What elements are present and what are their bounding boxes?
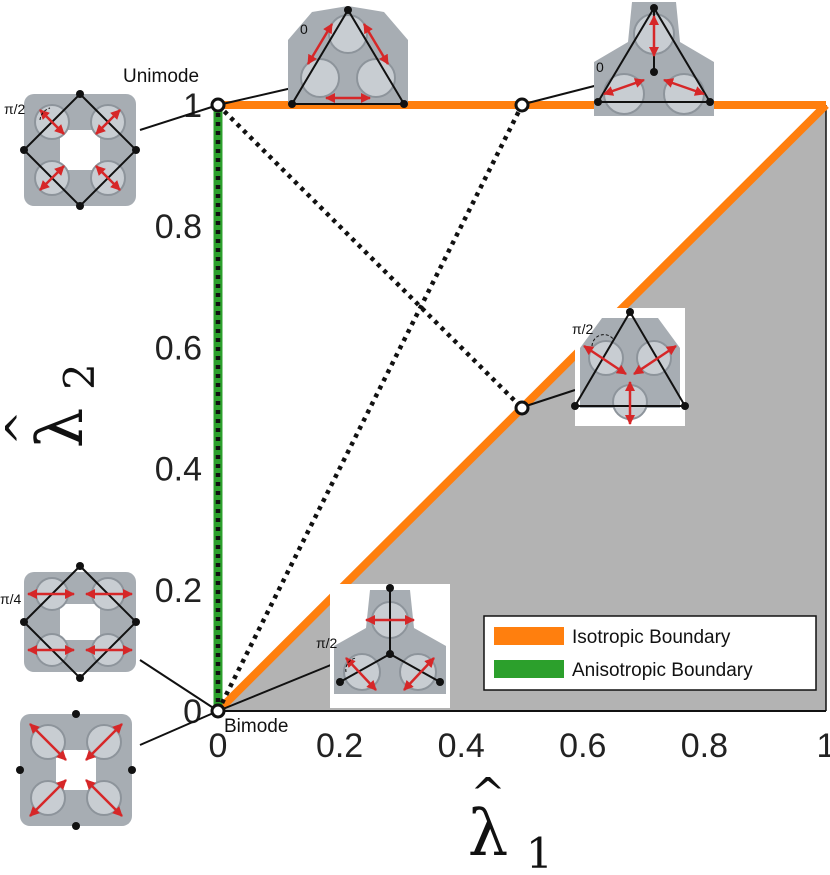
x-tick-label: 1 — [817, 727, 830, 765]
bimode-label: Bimode — [224, 716, 288, 737]
dotted-path-0 — [216, 103, 524, 410]
legend-label-anisotropic: Anisotropic Boundary — [572, 660, 753, 681]
star-lattice-illustration-top: 0 — [594, 2, 714, 116]
marked-point-2 — [514, 97, 530, 113]
leader-half-mid — [519, 389, 576, 409]
x-tick-label: 0 — [209, 727, 228, 765]
x-axis-hat: ^ — [470, 769, 505, 818]
tick-label-layer: 0 0.2 0.4 0.6 0.8 1 0 0.2 0.4 0.6 0.8 1 — [155, 87, 830, 765]
y-tick-label: 0.4 — [155, 451, 202, 489]
angle-label-f: π/2 — [316, 635, 338, 651]
leader-lines — [139, 83, 603, 746]
y-tick-label: 0.8 — [155, 208, 202, 246]
triangle-lattice-illustration-unimode: 0 — [288, 6, 408, 108]
y-axis-hat: ^ — [0, 410, 46, 445]
x-axis-title: λ 1 ^ — [468, 769, 553, 875]
unimode-label: Unimode — [123, 66, 199, 87]
leader-bimode-upper — [139, 659, 219, 712]
y-axis-subscript: 2 — [55, 363, 104, 390]
legend-label-isotropic: Isotropic Boundary — [572, 627, 731, 648]
leader-bimode-lower — [139, 710, 219, 746]
x-axis-symbol: λ — [468, 797, 509, 871]
y-tick-label: 0.2 — [155, 572, 202, 610]
marked-point-3 — [514, 400, 530, 416]
star-lattice-illustration-bimode: π/2 — [316, 584, 450, 708]
y-tick-label: 0.6 — [155, 329, 202, 367]
leader-half-top — [519, 83, 603, 106]
x-tick-label: 0.6 — [559, 727, 606, 765]
square-lattice-illustration-bimode — [16, 710, 136, 830]
marked-points — [210, 97, 530, 719]
square-lattice-illustration-unimode: π/2 — [4, 90, 140, 210]
angle-label-e: π/4 — [0, 591, 22, 607]
leader-unimode-left — [139, 104, 219, 131]
axes — [218, 105, 827, 712]
angle-label-a: π/2 — [4, 101, 26, 117]
triangle-lattice-illustration-mid: π/2 — [571, 308, 689, 426]
y-tick-label: 1 — [183, 87, 202, 125]
x-tick-label: 0.2 — [316, 727, 363, 765]
y-axis-symbol: λ — [24, 408, 98, 449]
legend-swatch-anisotropic — [494, 660, 564, 678]
leader-bimode-right — [217, 659, 344, 712]
y-axis-title: λ 2 ^ — [0, 363, 104, 448]
x-tick-label: 0.8 — [681, 727, 728, 765]
legend-swatch-isotropic — [494, 627, 564, 645]
angle-label-d: π/2 — [572, 321, 594, 337]
legend: Isotropic Boundary Anisotropic Boundary — [483, 615, 817, 691]
x-tick-label: 0.4 — [438, 727, 485, 765]
marked-point-1 — [210, 703, 226, 719]
square-lattice-illustration-quarter: π/4 — [0, 562, 140, 682]
y-tick-label: 0 — [183, 693, 202, 731]
x-axis-subscript: 1 — [526, 829, 553, 875]
leader-unimode-top — [217, 87, 293, 106]
marked-point-0 — [210, 97, 226, 113]
angle-label-c: 0 — [596, 59, 604, 75]
angle-label-b: 0 — [300, 21, 308, 37]
dotted-path-layer — [215, 103, 525, 713]
